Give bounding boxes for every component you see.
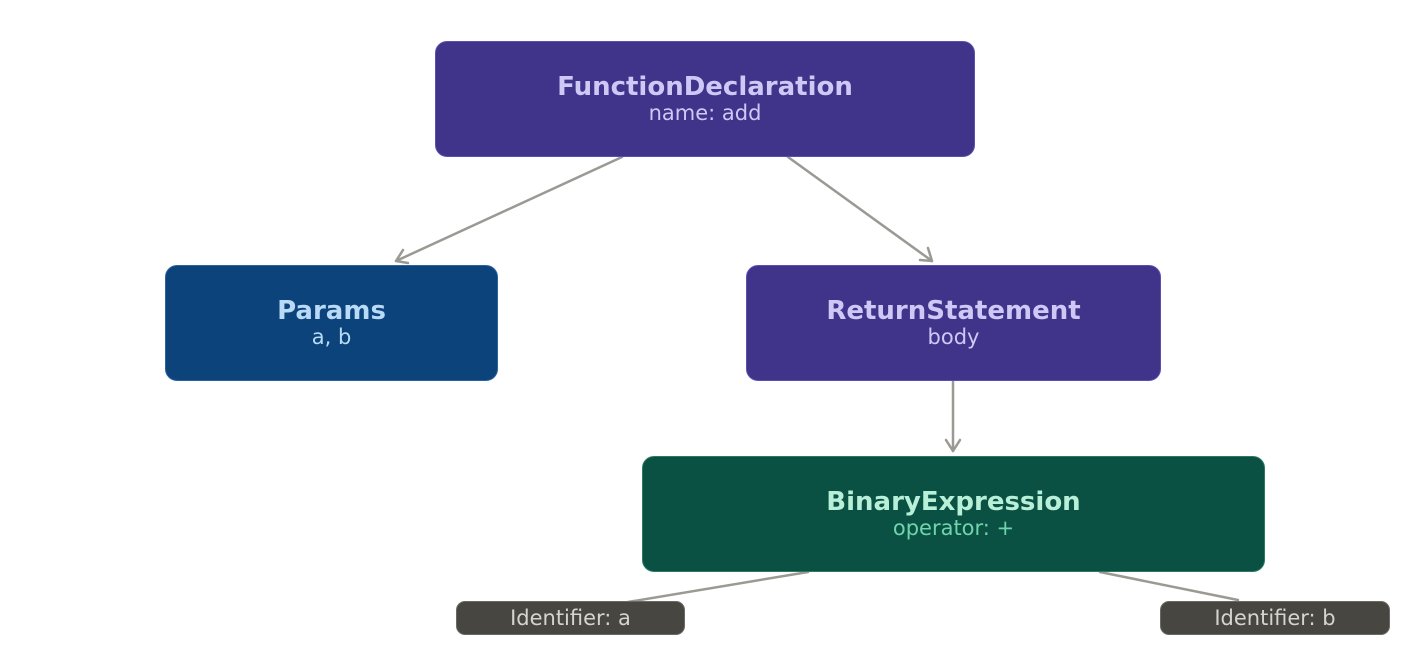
arrowhead-return	[918, 246, 934, 263]
node-subtitle: body	[927, 325, 980, 349]
edge-function-to-return	[786, 155, 934, 263]
edge-binary-to-identifier-a	[626, 570, 810, 604]
node-identifier-b: Identifier: b	[1160, 601, 1390, 635]
node-function-declaration: FunctionDeclaration name: add	[435, 41, 975, 157]
node-subtitle: name: add	[648, 101, 762, 125]
node-subtitle: operator: +	[892, 516, 1015, 540]
node-params: Params a, b	[165, 265, 498, 381]
node-binary-expression: BinaryExpression operator: +	[642, 456, 1265, 572]
edge-binary-to-identifier-b	[1098, 570, 1240, 602]
node-title: FunctionDeclaration	[557, 72, 853, 102]
arrowhead-binary	[944, 438, 962, 453]
node-identifier-a: Identifier: a	[456, 601, 685, 635]
edge-function-to-params	[394, 155, 624, 263]
node-title: BinaryExpression	[826, 487, 1081, 517]
node-return-statement: ReturnStatement body	[746, 265, 1161, 381]
node-title: ReturnStatement	[826, 296, 1081, 326]
node-subtitle: a, b	[311, 325, 352, 349]
node-title: Params	[277, 296, 386, 326]
arrowhead-params	[394, 248, 410, 265]
